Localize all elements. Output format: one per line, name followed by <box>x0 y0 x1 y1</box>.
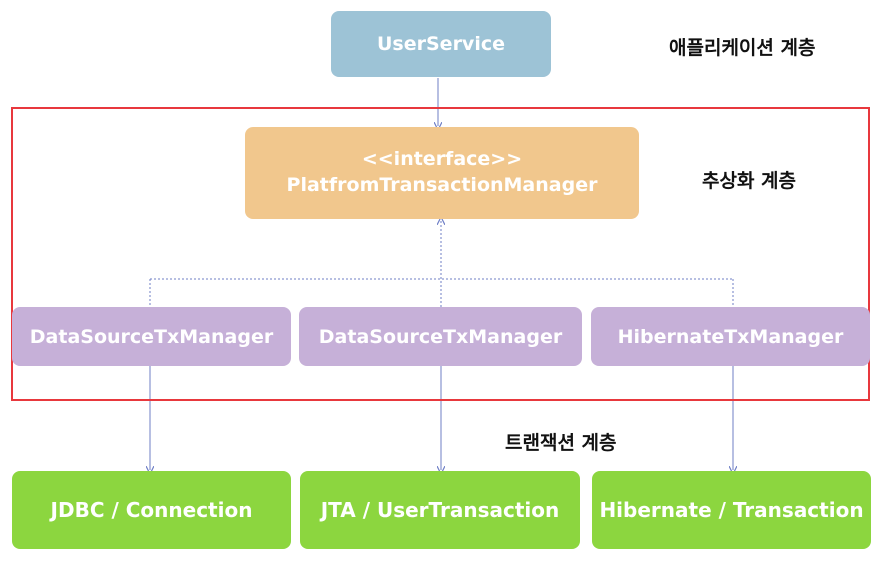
hibernate-tx-manager-box: HibernateTxManager <box>591 307 870 366</box>
transaction-label: JDBC / Connection <box>50 498 253 522</box>
transaction-label: JTA / UserTransaction <box>320 498 560 522</box>
interface-name-label: PlatfromTransactionManager <box>286 174 598 196</box>
abstraction-layer-label: 추상화 계층 <box>702 170 797 192</box>
user-service-label: UserService <box>377 33 505 55</box>
manager-label: DataSourceTxManager <box>29 325 274 348</box>
platform-transaction-manager-box: <<interface>> PlatfromTransactionManager <box>245 127 639 219</box>
jdbc-connection-box: JDBC / Connection <box>12 471 291 549</box>
manager-label: DataSourceTxManager <box>318 325 563 348</box>
datasource-tx-manager-box-1: DataSourceTxManager <box>12 307 291 366</box>
application-layer-label: 애플리케이션 계층 <box>669 37 816 59</box>
hibernate-transaction-box: Hibernate / Transaction <box>592 471 871 549</box>
jta-user-transaction-box: JTA / UserTransaction <box>300 471 580 549</box>
transaction-layer-label: 트랜잭션 계층 <box>505 432 617 454</box>
interface-stereotype-label: <<interface>> <box>361 148 523 171</box>
abstraction-layer-frame <box>11 107 870 401</box>
datasource-tx-manager-box-2: DataSourceTxManager <box>299 307 582 366</box>
manager-label: HibernateTxManager <box>617 325 844 348</box>
user-service-box: UserService <box>331 11 551 77</box>
transaction-label: Hibernate / Transaction <box>599 498 864 522</box>
